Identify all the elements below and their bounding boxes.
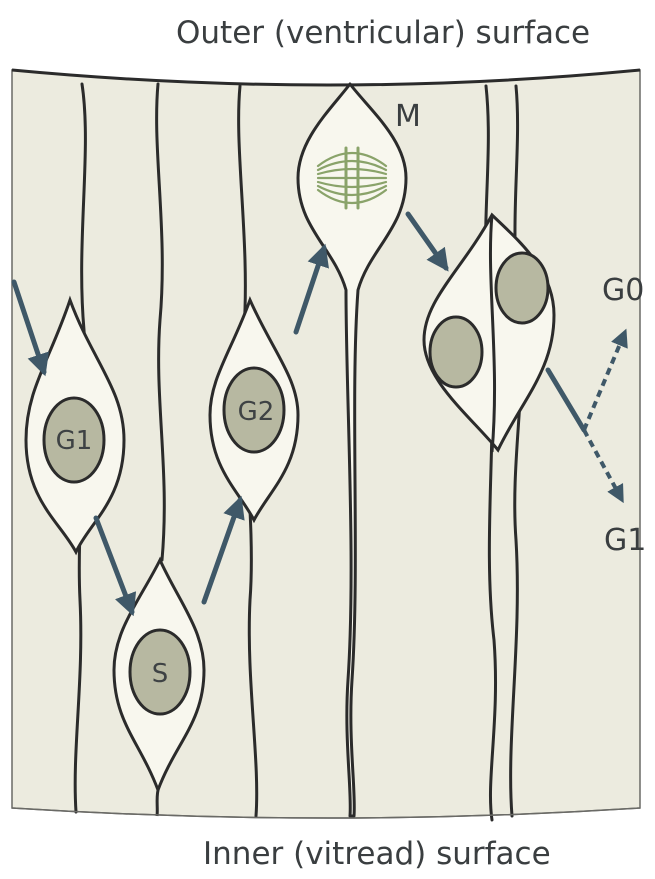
g0-fate-label: G0 xyxy=(602,273,644,308)
g1-fate-label: G1 xyxy=(604,523,646,558)
outer-surface-label: Outer (ventricular) surface xyxy=(176,15,590,51)
g1-label: G1 xyxy=(56,426,93,456)
s-cell-basal-process xyxy=(157,790,158,816)
m-label: M xyxy=(395,99,421,134)
g2-label: G2 xyxy=(238,397,275,427)
daughter-nucleus-left xyxy=(430,317,482,387)
inner-surface-label: Inner (vitread) surface xyxy=(203,836,551,872)
s-label: S xyxy=(152,659,169,689)
daughter-nucleus-right xyxy=(496,253,548,323)
